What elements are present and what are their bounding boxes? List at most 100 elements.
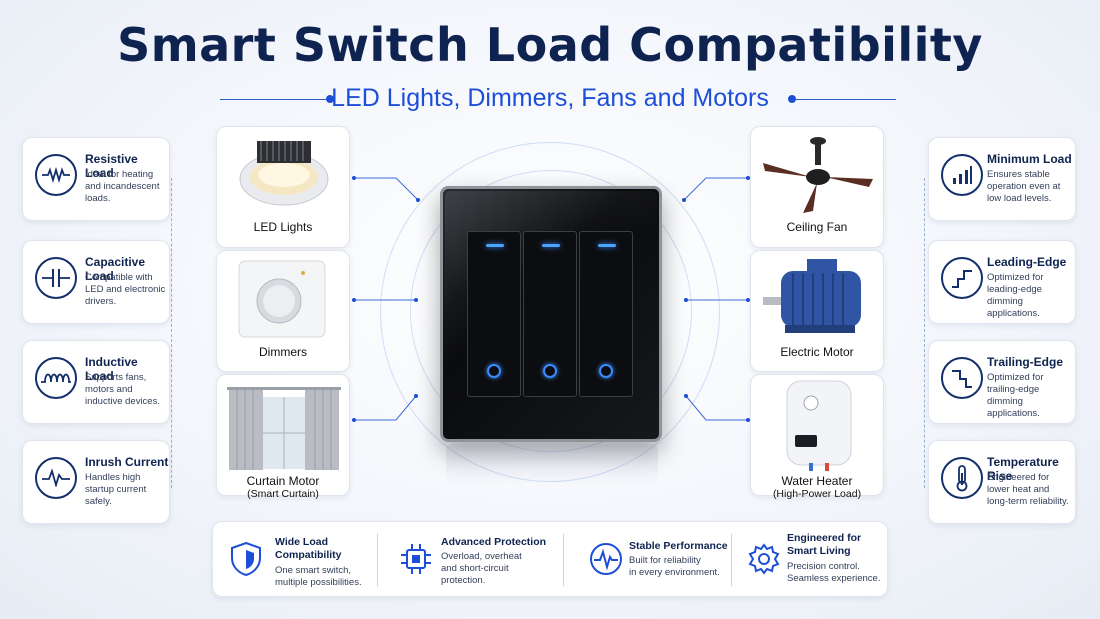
touch-ring xyxy=(487,364,501,378)
electric-motor-card: Electric Motor xyxy=(750,250,884,372)
feature-desc: Precision control.Seamless experience. xyxy=(787,561,880,585)
pulse-icon xyxy=(587,540,625,578)
feature-desc-line: Built for reliability xyxy=(629,555,701,566)
feature-title: Stable Performance xyxy=(629,540,728,552)
card-title: Capacitive Load xyxy=(85,255,146,283)
gang-indicator xyxy=(486,244,504,247)
feature-desc-line: in every environment. xyxy=(629,567,720,578)
waveform-icon xyxy=(35,457,77,499)
subtitle-rule-right xyxy=(796,99,896,100)
feature-stable-performance: Stable Performance Built for reliability… xyxy=(573,522,729,598)
switch-reflection xyxy=(446,444,658,484)
card-title: Inductive Load xyxy=(85,355,138,383)
left-dotted-connector xyxy=(171,178,172,488)
temperature-rise-card: Temperature Rise Engineered for lower he… xyxy=(928,440,1076,524)
card-title: Resistive Load xyxy=(85,152,138,180)
divider xyxy=(563,534,564,586)
resistor-icon xyxy=(35,154,77,196)
inrush-current-card: Inrush Current Handles high startup curr… xyxy=(22,440,170,524)
card-desc: Engineered for lower heat and long-term … xyxy=(987,472,1069,507)
led-lights-card: LED Lights xyxy=(216,126,350,248)
gear-icon xyxy=(745,540,783,578)
card-desc: Optimized for leading-edge dimming appli… xyxy=(987,272,1044,319)
product-sublabel: (Smart Curtain) xyxy=(247,488,319,500)
card-title: Temperature Rise xyxy=(987,455,1059,483)
product-label: LED Lights xyxy=(253,220,313,234)
feature-desc: One smart switch,multiple possibilities. xyxy=(275,565,362,589)
feature-desc-line: Seamless experience. xyxy=(787,573,881,584)
water-heater-card: Water Heater (High-Power Load) xyxy=(750,374,884,500)
switch-gang-2[interactable] xyxy=(523,231,577,397)
ceiling-fan-card: Ceiling Fan xyxy=(750,126,884,248)
led-downlight-icon xyxy=(239,141,329,206)
trailing-edge-card: Trailing-Edge Optimized for trailing-edg… xyxy=(928,340,1076,424)
touch-ring xyxy=(599,364,613,378)
gang-indicator xyxy=(542,244,560,247)
dimmer-knob-icon xyxy=(238,260,326,338)
chip-icon xyxy=(397,540,435,578)
inductive-load-card: Inductive Load Supports fans, motors and… xyxy=(22,340,170,424)
inductor-icon xyxy=(35,357,77,399)
left-connection-lines xyxy=(352,176,420,422)
feature-title-line: Compatibility xyxy=(275,549,342,561)
subtitle-row: LED Lights, Dimmers, Fans and Motors xyxy=(0,84,1100,114)
card-desc: Optimized for trailing-edge dimming appl… xyxy=(987,372,1044,419)
card-title: Minimum Load xyxy=(987,152,1072,166)
curtain-icon xyxy=(227,387,341,470)
product-label: Dimmers xyxy=(259,345,307,359)
page-title: Smart Switch Load Compatibility xyxy=(117,18,983,72)
right-connection-lines xyxy=(682,176,750,422)
card-desc: Supports fans, motors and inductive devi… xyxy=(85,372,160,407)
leading-edge-card: Leading-Edge Optimized for leading-edge … xyxy=(928,240,1076,324)
feature-desc-line: Overload, overheat xyxy=(441,551,522,562)
card-title: Trailing-Edge xyxy=(987,355,1064,369)
capacitive-load-card: Capacitive Load Compatible with LED and … xyxy=(22,240,170,324)
product-label: Water Heater xyxy=(781,474,853,488)
card-desc: Compatible with LED and electronic drive… xyxy=(85,272,166,307)
feature-title-line: Engineered for xyxy=(787,532,862,544)
capacitor-icon xyxy=(35,257,77,299)
card-desc: Handles high startup current safely. xyxy=(85,472,147,507)
card-title: Inrush Current xyxy=(85,455,169,469)
trailing-edge-icon xyxy=(941,357,983,399)
gang-indicator xyxy=(598,244,616,247)
feature-desc-line: and short-circuit xyxy=(441,563,509,574)
minimum-load-card: Minimum Load Ensures stable operation ev… xyxy=(928,137,1076,221)
feature-desc-line: One smart switch, xyxy=(275,565,352,576)
glow-arc-inner xyxy=(410,170,692,452)
dimmers-card: Dimmers xyxy=(216,250,350,372)
right-dotted-connector xyxy=(924,178,925,488)
card-desc: Ensures stable operation even at low loa… xyxy=(987,169,1061,204)
product-sublabel: (High-Power Load) xyxy=(772,488,862,500)
switch-gang-3[interactable] xyxy=(579,231,633,397)
feature-title: Advanced Protection xyxy=(441,536,547,548)
card-desc: Ideal for heating and incandescent loads… xyxy=(85,169,160,204)
resistive-load-card: Resistive Load Ideal for heating and inc… xyxy=(22,137,170,221)
product-label: Ceiling Fan xyxy=(786,220,848,234)
curtain-motor-card: Curtain Motor (Smart Curtain) xyxy=(216,374,350,500)
feature-desc-line: multiple possibilities. xyxy=(275,577,362,588)
leading-edge-icon xyxy=(941,257,983,299)
ceiling-fan-icon xyxy=(763,137,873,213)
page-subtitle: LED Lights, Dimmers, Fans and Motors xyxy=(331,84,769,112)
divider xyxy=(731,534,732,586)
signal-bars-icon xyxy=(941,154,983,196)
feature-desc-line: Precision control. xyxy=(787,561,860,572)
switch-gang-1[interactable] xyxy=(467,231,521,397)
shield-icon xyxy=(227,540,265,578)
touch-ring xyxy=(543,364,557,378)
feature-title-line: Smart Living xyxy=(787,545,851,557)
water-heater-icon xyxy=(786,380,852,471)
subtitle-rule-left xyxy=(220,99,330,100)
feature-desc-line: protection. xyxy=(441,575,486,586)
subtitle-dot-right xyxy=(788,95,796,103)
card-title: Leading-Edge xyxy=(987,255,1067,269)
